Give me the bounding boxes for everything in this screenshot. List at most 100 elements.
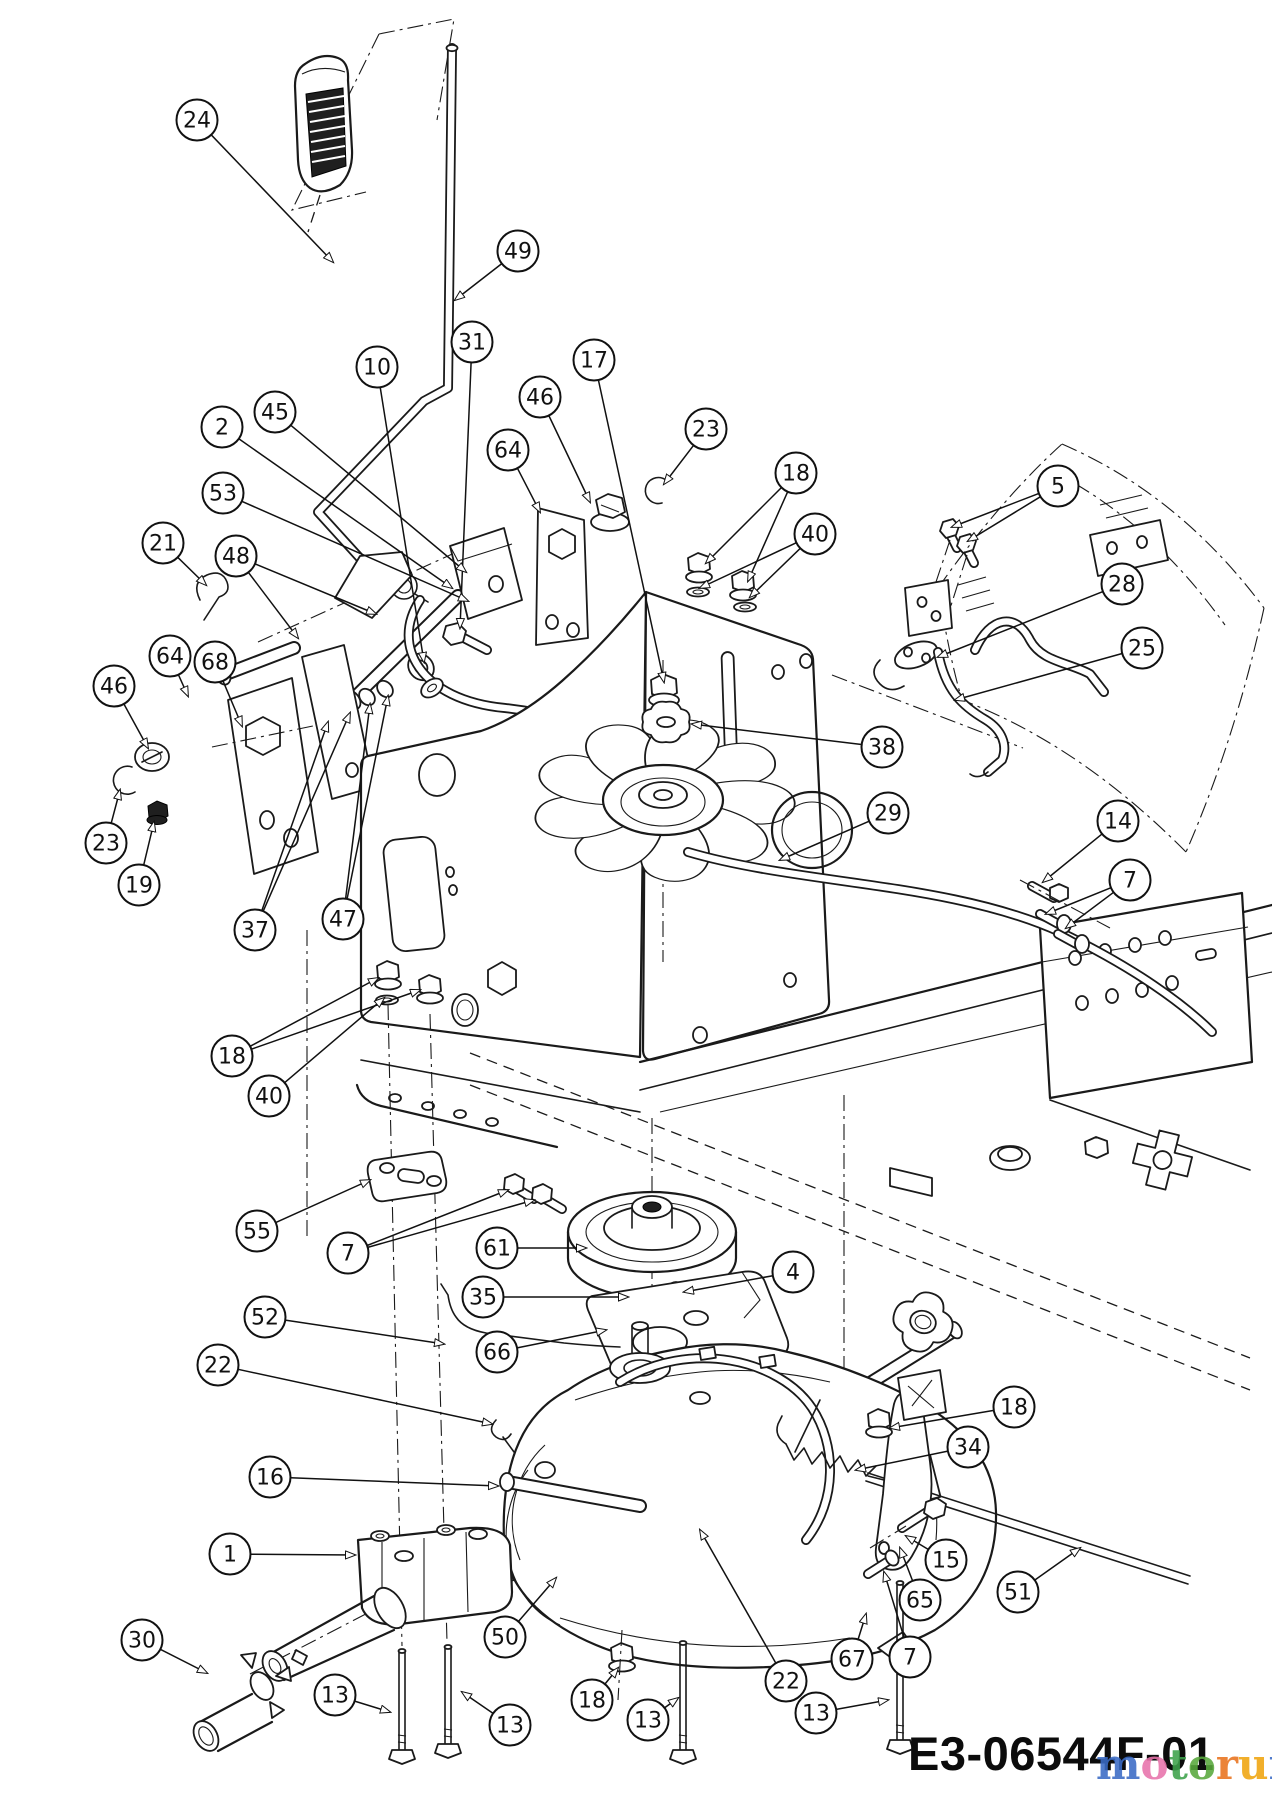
callout-34: 34 — [856, 1425, 990, 1471]
leader-line — [284, 998, 384, 1084]
callout-number: 15 — [932, 1549, 960, 1574]
callout-19: 19 — [117, 822, 161, 907]
callout-circle — [233, 908, 277, 952]
callout-circle — [148, 634, 192, 678]
callout-30: 30 — [120, 1618, 208, 1674]
callout-circle — [946, 1425, 990, 1469]
callout-circle — [774, 451, 818, 495]
watermark-letter: r — [1215, 1740, 1239, 1789]
leader-line — [290, 424, 466, 572]
watermark-letter: m — [1096, 1740, 1141, 1789]
callout-number: 13 — [634, 1709, 662, 1734]
callout-5: 5 — [952, 464, 1080, 542]
callout-circle — [175, 98, 219, 142]
callout-29: 29 — [780, 791, 910, 861]
callout-61: 61 — [475, 1226, 587, 1270]
callout-circle — [92, 664, 136, 708]
callout-circle — [321, 897, 365, 941]
callout-circle — [200, 405, 244, 449]
callout-circle — [1108, 858, 1152, 902]
leader-line — [344, 704, 370, 899]
callout-64: 64 — [486, 428, 541, 513]
callout-number: 64 — [156, 645, 184, 670]
bolts-13 — [388, 1580, 914, 1765]
leader-line — [604, 1668, 618, 1685]
pulley-61 — [566, 1190, 738, 1300]
callout-circle — [496, 229, 540, 273]
callout-number: 64 — [494, 439, 522, 464]
callout-circle — [793, 512, 837, 556]
callout-46: 46 — [518, 375, 591, 503]
callout-number: 17 — [580, 349, 608, 374]
callout-circle — [996, 1570, 1040, 1614]
watermark: motoruf.de — [1096, 1744, 1272, 1786]
callout-number: 10 — [363, 356, 391, 381]
frame-plates — [355, 590, 831, 1149]
callout-circle — [570, 1678, 614, 1722]
cooling-fan — [534, 660, 1217, 1037]
leader-line — [700, 1530, 777, 1664]
leader-line — [261, 722, 328, 911]
callout-number: 38 — [868, 736, 896, 761]
callout-circle — [253, 390, 297, 434]
callout-number: 45 — [261, 401, 289, 426]
leader-line — [254, 563, 376, 614]
callout-number: 34 — [954, 1436, 982, 1461]
leader-line — [664, 444, 695, 484]
leader-line — [210, 134, 333, 262]
callout-number: 46 — [526, 386, 554, 411]
callout-circle — [196, 1343, 240, 1387]
callout-circle — [888, 1635, 932, 1679]
callout-number: 47 — [329, 908, 357, 933]
callout-38: 38 — [692, 724, 904, 769]
leader-line — [700, 542, 797, 588]
callout-number: 53 — [209, 482, 237, 507]
coupler-30 — [192, 1652, 292, 1753]
callout-circle — [572, 338, 616, 382]
leader-line — [250, 1554, 356, 1555]
flange-nut-18-bottom — [608, 1642, 636, 1673]
leader-line — [890, 1409, 994, 1428]
leader-line — [460, 362, 472, 629]
callout-15: 15 — [906, 1536, 968, 1582]
bolt-13a — [388, 1648, 416, 1765]
callout-55: 55 — [235, 1180, 371, 1253]
callout-66: 66 — [475, 1330, 607, 1374]
leader-line — [750, 547, 801, 597]
callout-number: 13 — [802, 1702, 830, 1727]
callout-23: 23 — [664, 407, 728, 485]
callout-18: 18 — [570, 1668, 619, 1722]
fender-panel — [831, 443, 1265, 853]
callout-68: 68 — [193, 640, 243, 727]
callout-4: 4 — [684, 1250, 815, 1293]
callout-number: 23 — [692, 418, 720, 443]
callout-46: 46 — [92, 664, 149, 749]
callout-67: 67 — [830, 1614, 874, 1681]
callout-number: 49 — [504, 240, 532, 265]
callout-circle — [326, 1231, 370, 1275]
leader-line — [597, 379, 664, 682]
callout-circle — [235, 1209, 279, 1253]
leader-line — [900, 1548, 914, 1582]
leader-line — [1066, 891, 1115, 928]
callout-24: 24 — [175, 98, 334, 263]
top-middle-parts — [535, 476, 979, 646]
callout-22: 22 — [700, 1530, 808, 1703]
leader-line — [354, 1700, 390, 1712]
callout-number: 18 — [1000, 1396, 1028, 1421]
callout-circle — [214, 534, 258, 578]
leader-line — [884, 1572, 905, 1638]
callout-circle — [486, 428, 530, 472]
leader-line — [938, 590, 1104, 657]
star-washer — [892, 1291, 954, 1353]
leader-line — [1046, 887, 1112, 914]
callout-31: 31 — [450, 320, 494, 629]
callout-circle — [210, 1034, 254, 1078]
callout-1: 1 — [208, 1532, 356, 1576]
callout-number: 55 — [243, 1220, 271, 1245]
callout-circle — [860, 725, 904, 769]
leader-line — [285, 1319, 444, 1344]
callout-circle — [84, 821, 128, 865]
